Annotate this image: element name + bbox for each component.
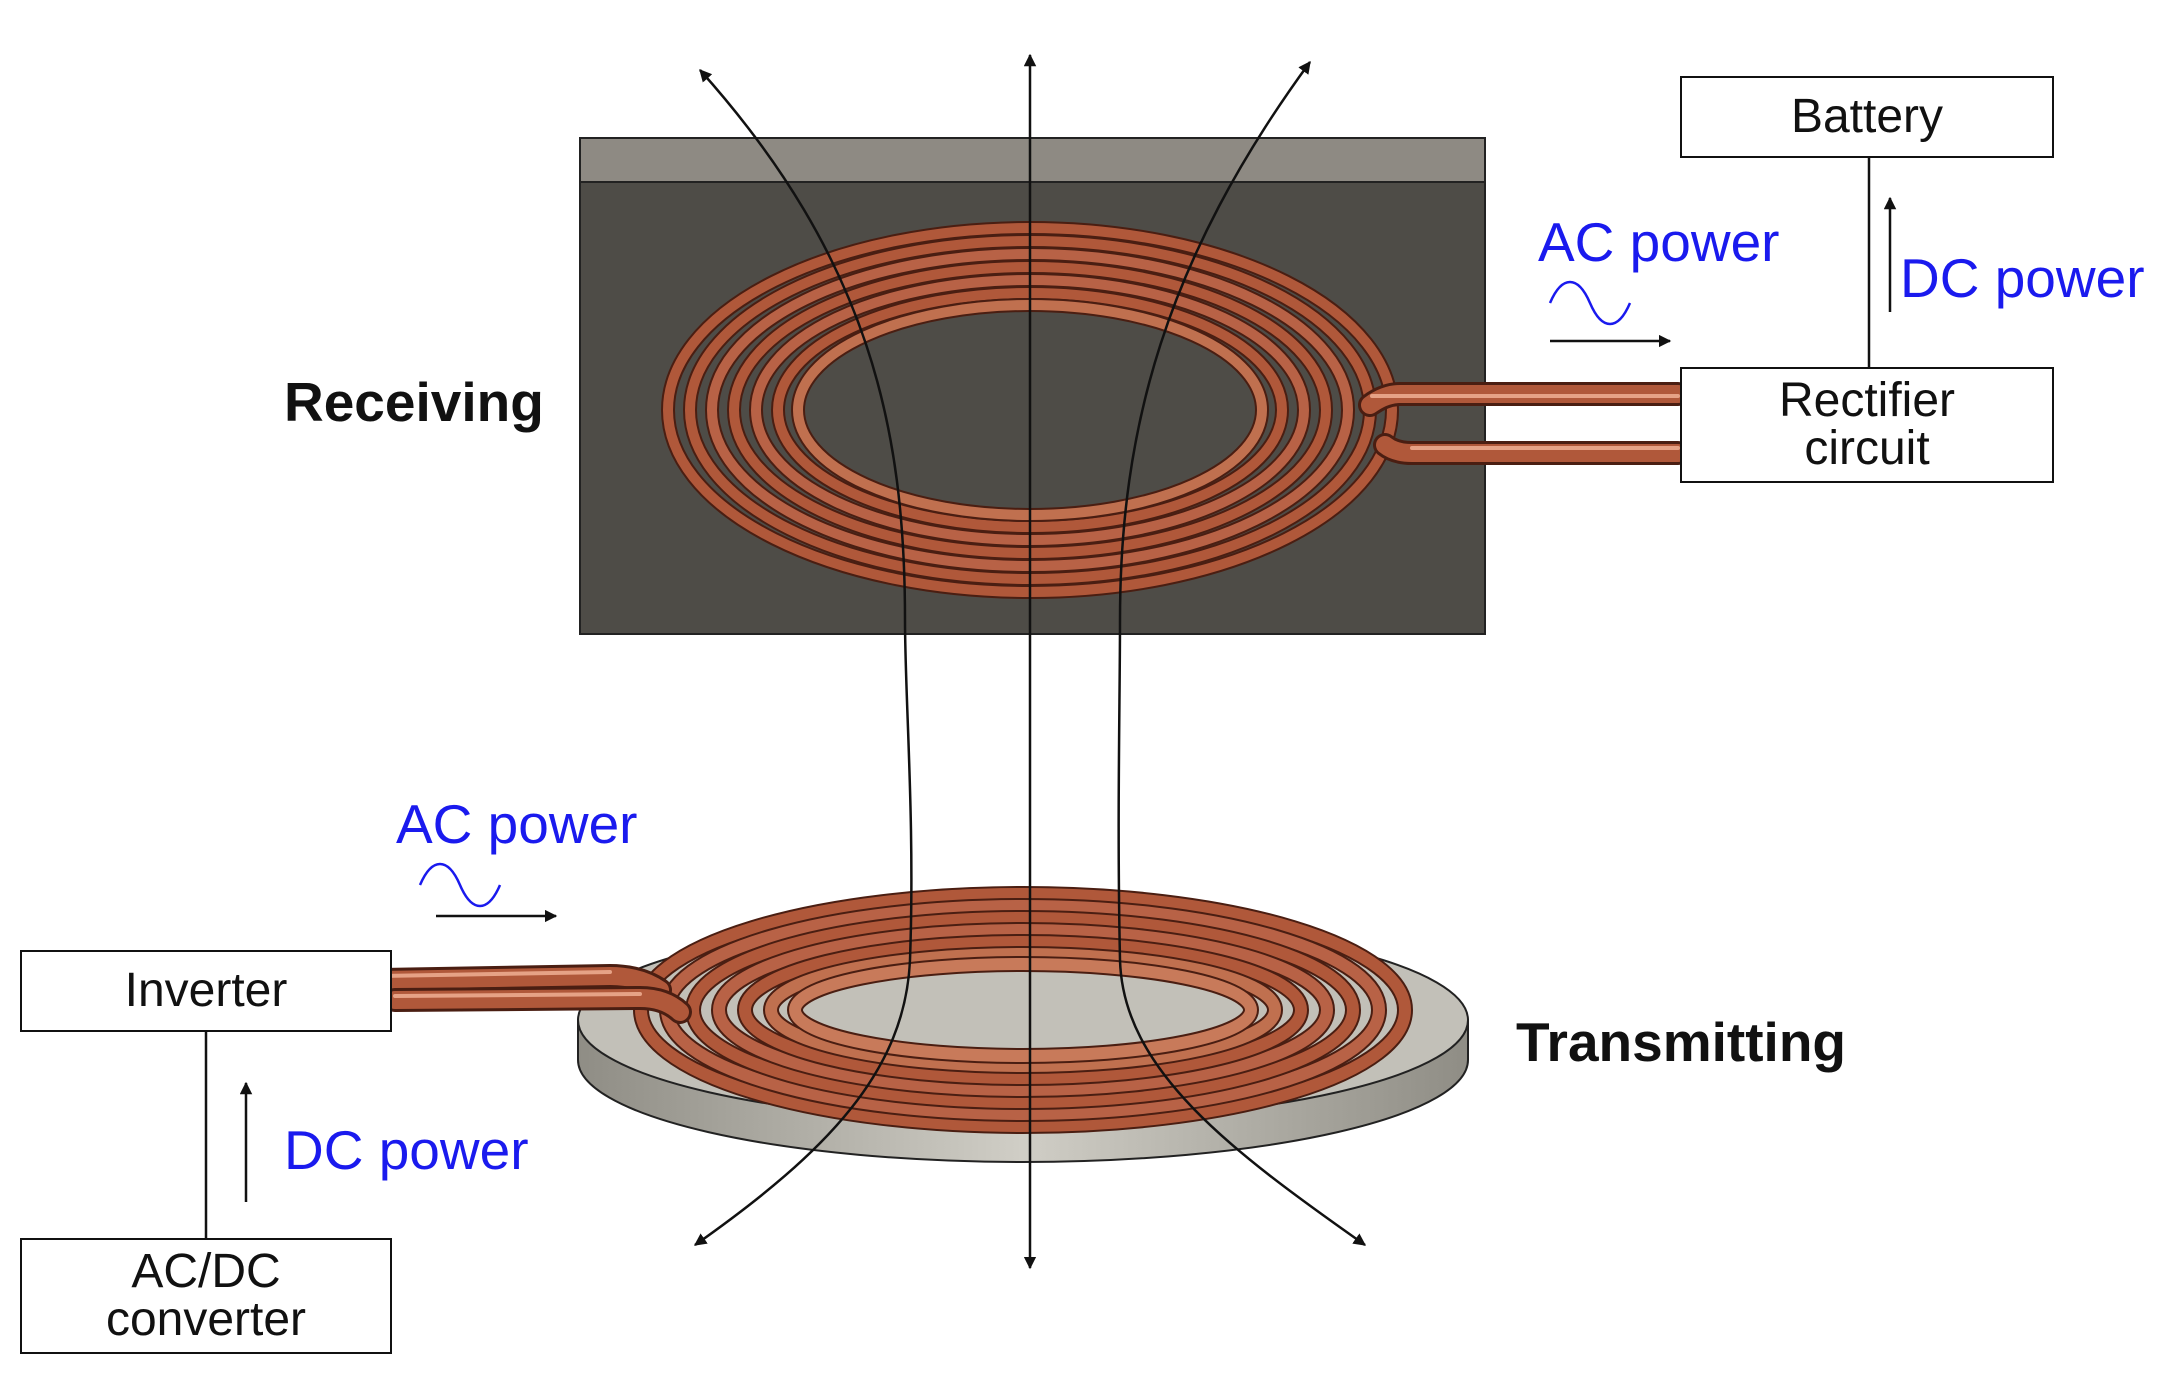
rectifier-label-line2: circuit: [1804, 422, 1930, 475]
sine-wave-icon: [418, 863, 502, 907]
ac-power-label-rx: AC power: [1538, 211, 1780, 273]
inverter-box: Inverter: [20, 950, 392, 1032]
field-line-right: [1117, 60, 1367, 1247]
field-line-left: [693, 69, 913, 1247]
connectors: [204, 158, 1897, 1238]
inverter-label: Inverter: [124, 964, 288, 1017]
transmitting-label: Transmitting: [1516, 1011, 1847, 1073]
dc-power-label-rx: DC power: [1900, 247, 2145, 309]
receiving-label: Receiving: [284, 371, 544, 433]
rectifier-label-line1: Rectifier: [1778, 374, 1956, 427]
acdc-converter-box: AC/DC converter: [20, 1238, 392, 1354]
dc-power-label-tx: DC power: [284, 1119, 529, 1181]
magnetic-field-lines: [693, 53, 1367, 1270]
battery-label: Battery: [1790, 90, 1944, 143]
acdc-label-line1: AC/DC: [131, 1245, 281, 1298]
sine-wave-icon: [1548, 281, 1632, 325]
rectifier-circuit-box: Rectifier circuit: [1680, 367, 2054, 483]
acdc-label-line2: converter: [105, 1293, 307, 1346]
ac-wave-symbols: [418, 281, 1632, 907]
ac-power-label-tx: AC power: [396, 793, 638, 855]
battery-box: Battery: [1680, 76, 2054, 158]
